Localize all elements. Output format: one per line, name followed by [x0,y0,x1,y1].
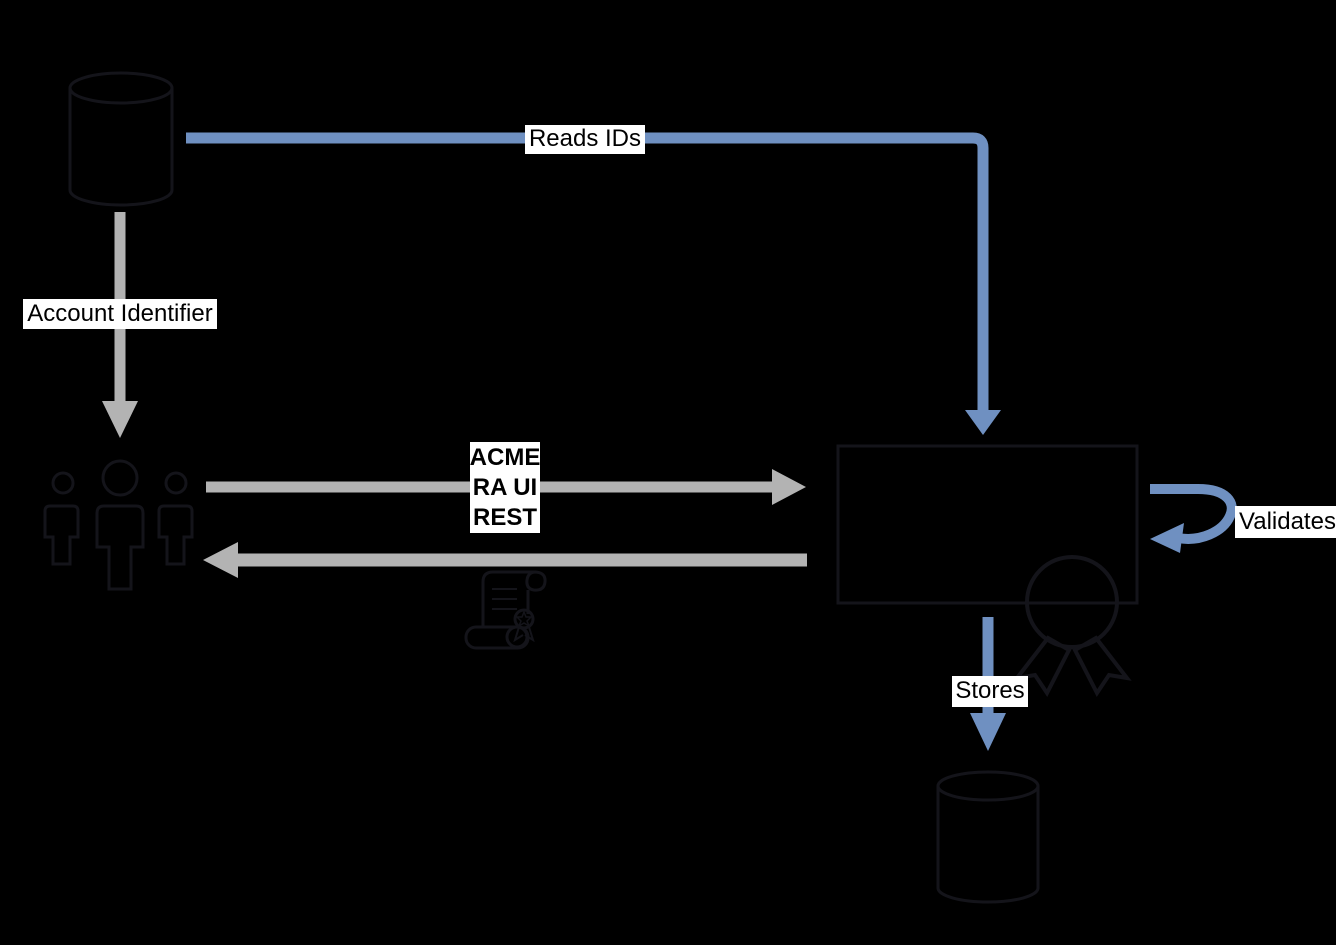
users-icon [43,459,194,591]
certificate-scroll-icon [464,570,547,650]
stores-arrowhead [970,713,1006,751]
validates-arrowhead [1150,523,1184,553]
account-identifier-arrowhead [102,401,138,438]
user-body-left [43,504,80,566]
user-body-right [157,504,194,566]
scroll-sheet [481,570,547,628]
blue-arrowheads-group [965,410,1184,751]
award-rosette-icon [1012,555,1132,697]
user-head-right [164,471,188,495]
scroll-roll-end [505,625,529,649]
request-arrowhead [772,469,806,505]
reads-ids-label: Reads IDs [525,125,645,154]
reads-ids-arrow-line [186,132,989,412]
database-icon-top [68,71,174,105]
database-icon [68,71,174,207]
gray-arrows-group [114,212,807,567]
acme-ra-ui-rest-label: ACME RA UI REST [470,442,540,533]
account-identifier-label: Account Identifier [23,299,217,329]
rosette-circle [1025,555,1119,649]
blue-arrows-group [186,132,1237,716]
scroll-seal-ribbons [513,626,535,643]
database-icon-body [68,88,174,207]
database-bottom-body [936,786,1040,904]
acme-label-line3: REST [472,503,537,531]
reads-ids-arrowhead [965,410,1001,435]
scroll-text-lines [492,588,517,610]
validates-label: Validates [1235,506,1336,538]
process-box [836,444,1139,605]
stores-label: Stores [952,676,1028,707]
gray-arrowheads-group [102,401,806,578]
scroll-seal-star [515,609,533,628]
response-arrowhead [203,542,238,578]
database-icon-bottom [936,770,1040,904]
user-head-center [101,459,139,497]
user-head-left [51,471,75,495]
acme-label-line2: RA UI [472,473,538,501]
user-body-center [95,504,145,591]
shapes-group [43,71,1139,904]
acme-label-line1: ACME [469,443,541,471]
validates-loop-line [1150,484,1237,544]
database-bottom-top [936,770,1040,802]
